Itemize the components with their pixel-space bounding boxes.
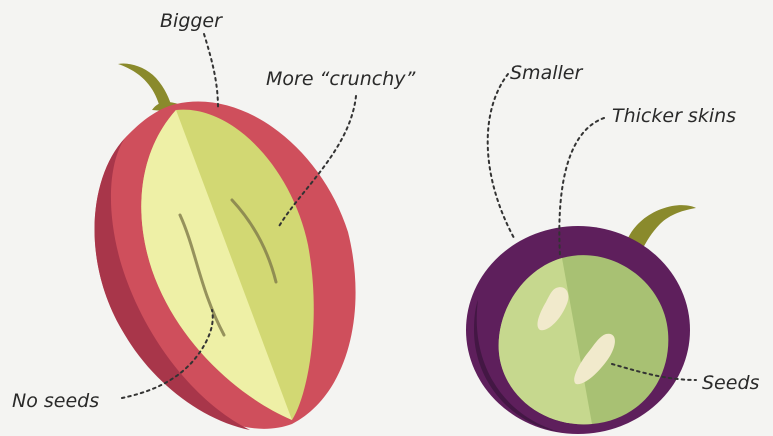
seeds-label: Seeds — [702, 372, 760, 394]
bigger-leader — [204, 34, 218, 108]
no-seeds-label: No seeds — [12, 390, 99, 412]
table-grape-stem — [118, 64, 172, 108]
crunchy-label: More “crunchy” — [266, 68, 415, 90]
smaller-label: Smaller — [510, 62, 583, 84]
wine-grape-icon — [466, 205, 696, 434]
bigger-label: Bigger — [160, 10, 223, 32]
thicker-skins-label: Thicker skins — [612, 105, 736, 127]
smaller-leader — [488, 74, 514, 238]
table-grape-icon — [95, 64, 356, 430]
